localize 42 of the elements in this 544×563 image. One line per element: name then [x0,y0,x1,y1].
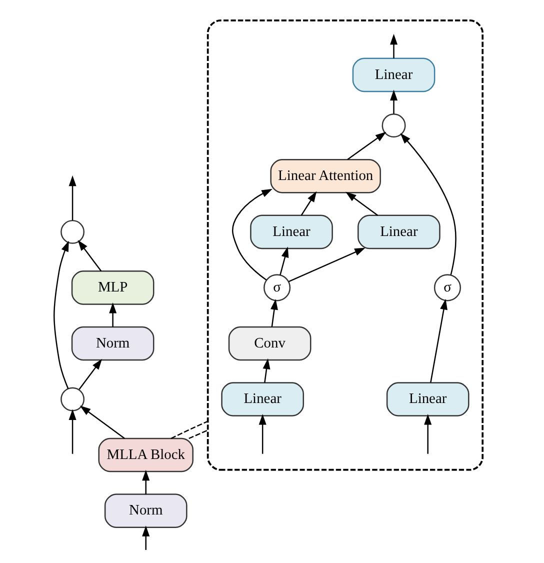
arrow [258,414,266,454]
arrow [68,175,76,221]
node-box: Linear Attention [270,159,380,194]
arrow [108,302,116,327]
arrow [345,192,378,216]
arrow [270,298,278,327]
connector [188,430,208,440]
node-box: Linear [352,58,435,92]
arrow [288,248,365,282]
node-box: Linear [220,382,304,416]
node-box: Norm [104,494,187,528]
node-box: Conv [228,326,311,361]
node-circle [60,387,84,412]
arrow [424,414,432,454]
arrow [68,409,76,454]
node-circle [381,114,406,138]
arrow [300,191,316,216]
arrow [430,298,447,383]
node-circle [60,220,84,244]
node-box: Linear [357,214,440,250]
node-box: Norm [70,326,154,361]
node-box: Linear [386,382,469,416]
node-circle: σ [433,274,461,302]
node-box: Linear [250,214,332,250]
cluster [206,20,484,471]
arrow [390,90,398,114]
arrow [142,526,150,550]
arrow [232,188,272,280]
arrow [346,132,386,160]
arrow [142,470,150,494]
arrow [53,240,68,389]
arrow [400,133,456,275]
node-box: MLP [70,270,154,305]
arrow [390,34,398,58]
node-box: MLLA Block [98,438,193,472]
arrow [77,240,102,272]
arrow [262,358,270,383]
arrow [78,358,102,390]
node-circle: σ [263,274,290,302]
connector [170,420,208,440]
arrow [279,246,288,276]
arrow [79,406,125,439]
